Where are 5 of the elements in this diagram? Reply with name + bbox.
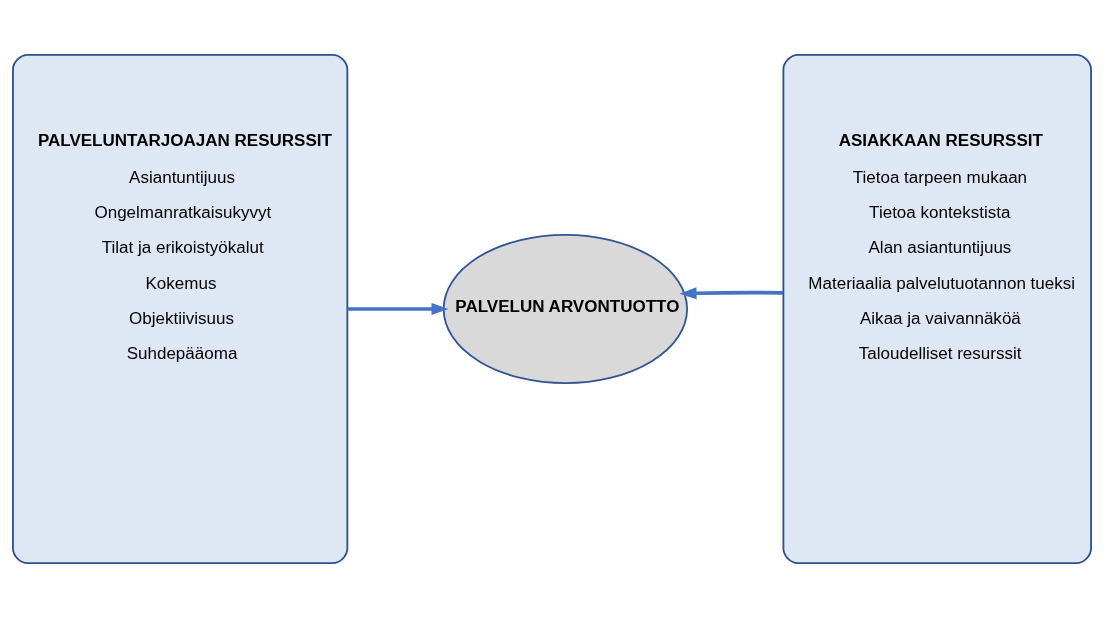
node-ellipse: PALVELUN ARVONTUOTTO — [442, 233, 688, 384]
arrow — [679, 286, 784, 299]
arrow — [347, 302, 449, 315]
node-box: PALVELUNTARJOAJAN RESURSSIT Asiantuntijuus Ongelmanratkaisukyvyt Tilat ja erikoistyökalut Kokemus Objektiivisuus Suhdepääoma — [12, 53, 349, 564]
node-box: ASIAKKAAN RESURSSIT Tietoa tarpeen mukaan Tietoa kontekstista Alan asiantuntijuus Materiaalia palvelutuotannon tueksi Aikaa ja vaivannäköä Taloudelliset resurssit — [782, 53, 1092, 564]
